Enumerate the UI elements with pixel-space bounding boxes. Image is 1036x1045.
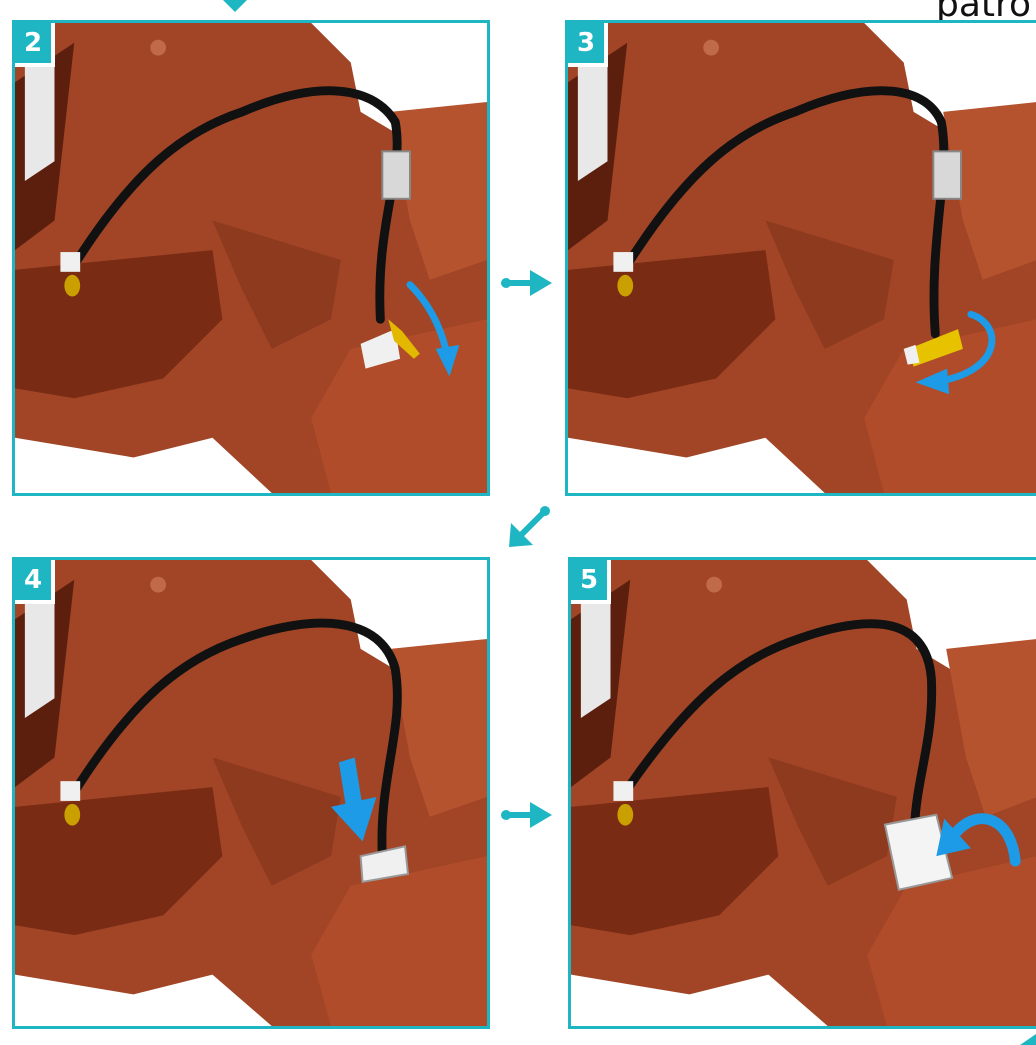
step-number-badge: 3 [568,23,608,67]
step-panel-4: 4 [12,557,490,1029]
connector-illustration [15,23,487,493]
step-panel-2: 2 [12,20,490,496]
arrow-right-icon [500,268,554,298]
arrow-right-icon [500,800,554,830]
step-panel-3: 3 [565,20,1036,496]
step-number-badge: 5 [571,560,611,604]
step-panel-5: 5 [568,557,1036,1029]
connector-illustration [15,560,487,1026]
connector-illustration [568,23,1036,493]
step-number-badge: 4 [15,560,55,604]
arrow-down-icon [220,0,250,14]
arrow-icon [1020,1034,1036,1045]
step-number-badge: 2 [15,23,55,67]
connector-illustration [571,560,1036,1026]
arrow-down-left-icon [505,505,551,551]
